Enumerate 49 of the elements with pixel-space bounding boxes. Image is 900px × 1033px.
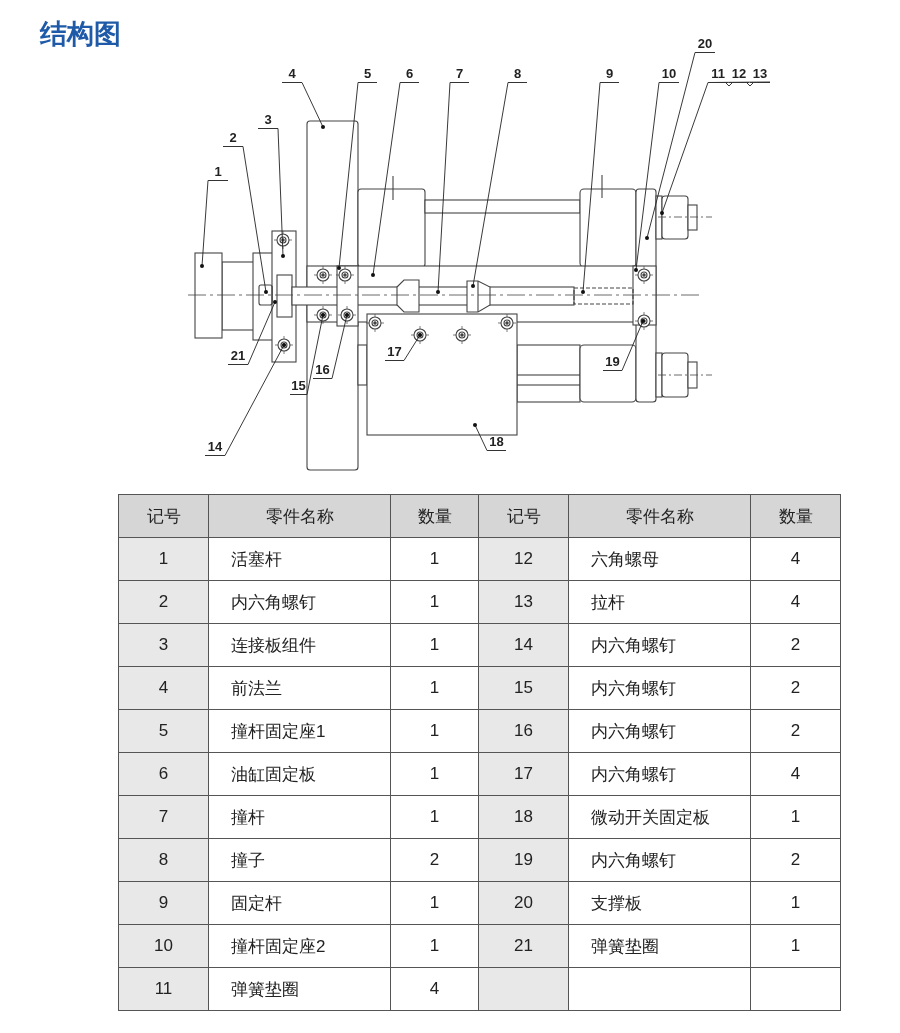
table-cell: 16 (478, 709, 569, 753)
table-header-cell: 记号 (118, 494, 209, 538)
table-cell: 12 (478, 537, 569, 581)
table-header-cell: 记号 (478, 494, 569, 538)
table-cell: 8 (118, 838, 209, 882)
callout-number: 15 (290, 379, 307, 395)
page-title: 结构图 (40, 18, 121, 51)
table-cell: 6 (118, 752, 209, 796)
table-cell: 17 (478, 752, 569, 796)
callout-number: 19 (603, 355, 622, 371)
table-cell: 13 (478, 580, 569, 624)
table-cell: 11 (118, 967, 209, 1011)
callout-number: 2 (223, 131, 243, 147)
callout-number: 3 (258, 113, 278, 129)
table-cell: 3 (118, 623, 209, 667)
callout-number: 14 (205, 440, 225, 456)
callout-number: 6 (400, 67, 419, 83)
callout-number: 7 (450, 67, 469, 83)
callout-number: 16 (313, 363, 332, 379)
table-cell: 10 (118, 924, 209, 968)
callout-number: 10 (659, 67, 679, 83)
callout-number: 21 (228, 349, 248, 365)
callout-number: 8 (508, 67, 527, 83)
table-cell: 19 (478, 838, 569, 882)
callout-number: 12 (729, 67, 749, 83)
callout-number: 20 (695, 37, 715, 53)
callout-number: 9 (600, 67, 619, 83)
table-cell: 1 (118, 537, 209, 581)
callout-number: 5 (358, 67, 377, 83)
table-cell: 14 (478, 623, 569, 667)
callout-number: 11 (708, 67, 728, 83)
callout-number: 1 (208, 165, 228, 181)
callout-number: 13 (750, 67, 770, 83)
table-header-cell: 零件名称 (208, 494, 391, 538)
table-cell: 2 (118, 580, 209, 624)
table-cell: 21 (478, 924, 569, 968)
table-cell: 5 (118, 709, 209, 753)
table-cell: 15 (478, 666, 569, 710)
table-cell: 9 (118, 881, 209, 925)
table-cell: 7 (118, 795, 209, 839)
callout-number: 4 (282, 67, 302, 83)
table-header-cell: 数量 (750, 494, 841, 538)
table-cell: 20 (478, 881, 569, 925)
callout-number: 18 (487, 435, 506, 451)
table-header-cell: 数量 (390, 494, 479, 538)
callout-number: 17 (385, 345, 404, 361)
table-cell: 18 (478, 795, 569, 839)
table-cell: 4 (118, 666, 209, 710)
table-header-cell: 零件名称 (568, 494, 751, 538)
